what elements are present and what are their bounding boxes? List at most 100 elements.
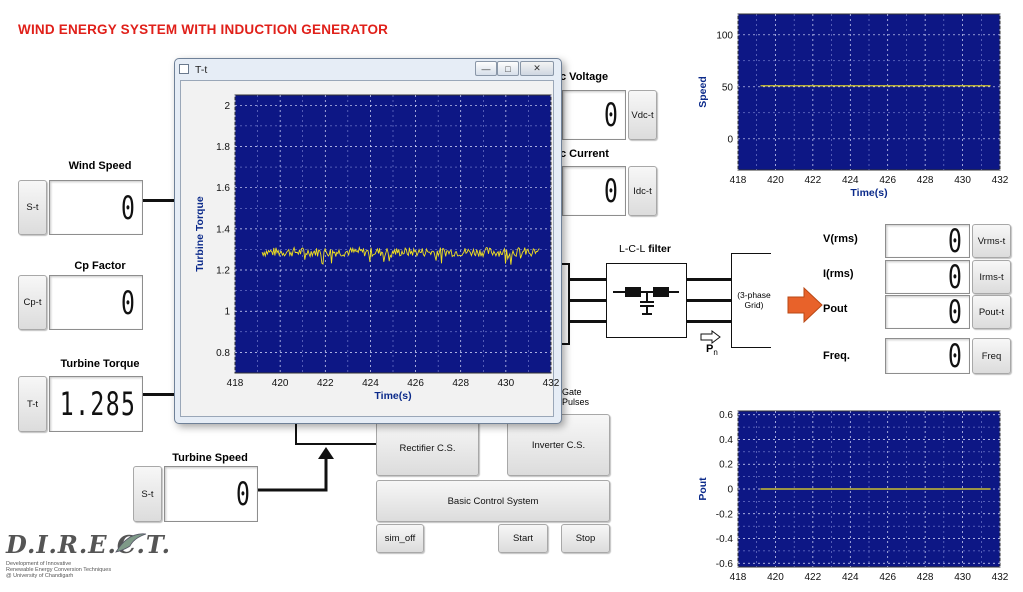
y-tick-label: 0.2 xyxy=(719,460,733,471)
dc-voltage-label: c Voltage xyxy=(560,71,609,83)
y-tick-label: 2 xyxy=(224,101,230,112)
wind-speed-plot-button[interactable]: S-t xyxy=(18,180,47,235)
grid-line-a xyxy=(687,278,731,281)
irms-display: 0 xyxy=(885,260,970,294)
x-tick-label: 426 xyxy=(879,175,896,186)
vrms-display: 0 xyxy=(885,224,970,258)
pout-plot-button[interactable]: Pout-t xyxy=(972,295,1011,329)
x-tick-label: 424 xyxy=(842,175,859,186)
cp-factor-value: 0 xyxy=(120,283,136,322)
x-axis-label: Time(s) xyxy=(374,390,411,402)
x-tick-label: 428 xyxy=(917,175,934,186)
x-tick-label: 428 xyxy=(917,572,934,583)
y-axis-label: Speed xyxy=(697,76,709,108)
cp-factor-label: Cp Factor xyxy=(74,260,126,272)
window-app-icon xyxy=(179,64,189,74)
y-tick-label: 0.4 xyxy=(719,435,733,446)
y-tick-label: 0.8 xyxy=(216,348,230,359)
y-tick-label: -0.2 xyxy=(716,509,734,520)
cp-factor-plot-button[interactable]: Cp-t xyxy=(18,275,47,330)
vrms-plot-button[interactable]: Vrms-t xyxy=(972,224,1011,258)
turbine-torque-display: 1.285 xyxy=(49,376,143,432)
x-tick-label: 418 xyxy=(730,572,747,583)
y-tick-label: 1.6 xyxy=(216,183,230,194)
x-axis-label: Time(s) xyxy=(850,187,887,199)
sim-off-button[interactable]: sim_off xyxy=(376,524,424,553)
maximize-button[interactable]: □ xyxy=(497,61,519,76)
lcl-filter-block xyxy=(606,263,687,338)
y-axis-label: Pout xyxy=(697,477,709,501)
feedback-line xyxy=(295,422,297,444)
x-tick-label: 430 xyxy=(498,378,515,389)
turbine-torque-plot-button[interactable]: T-t xyxy=(18,376,47,432)
wind-speed-label: Wind Speed xyxy=(68,160,132,172)
start-button[interactable]: Start xyxy=(498,524,548,553)
x-tick-label: 420 xyxy=(767,175,784,186)
pout-display: 0 xyxy=(885,295,970,329)
x-tick-label: 420 xyxy=(272,378,289,389)
x-tick-label: 424 xyxy=(362,378,379,389)
dc-voltage-plot-button[interactable]: Vdc-t xyxy=(628,90,657,140)
x-tick-label: 422 xyxy=(805,572,822,583)
turbine-torque-connector xyxy=(143,393,175,396)
y-tick-label: 1 xyxy=(224,307,230,318)
vrms-label: V(rms) xyxy=(823,233,858,245)
plot-area xyxy=(737,13,1001,171)
x-tick-label: 426 xyxy=(879,572,896,583)
turbine-torque-label: Turbine Torque xyxy=(60,358,140,370)
dc-current-plot-button[interactable]: Idc-t xyxy=(628,166,657,216)
y-tick-label: 1.4 xyxy=(216,224,230,235)
turbine-speed-value: 0 xyxy=(235,475,251,513)
turbine-speed-display: 0 xyxy=(164,466,258,522)
grid-label: (3-phase Grid) xyxy=(737,290,771,310)
x-tick-label: 420 xyxy=(767,572,784,583)
irms-value: 0 xyxy=(947,260,963,294)
inverter-cs-button[interactable]: Inverter C.S. xyxy=(507,414,610,476)
stop-button[interactable]: Stop xyxy=(561,524,610,553)
close-button[interactable]: ✕ xyxy=(520,61,554,76)
wind-speed-value: 0 xyxy=(120,188,136,227)
irms-plot-button[interactable]: Irms-t xyxy=(972,260,1011,294)
phase-line-a xyxy=(570,278,606,281)
x-tick-label: 422 xyxy=(317,378,334,389)
x-tick-label: 430 xyxy=(954,572,971,583)
phase-line-b xyxy=(570,299,606,302)
freq-value: 0 xyxy=(947,338,963,374)
wind-speed-connector xyxy=(143,199,175,202)
rectifier-cs-button[interactable]: Rectifier C.S. xyxy=(376,420,479,476)
x-tick-label: 422 xyxy=(805,175,822,186)
y-tick-label: 50 xyxy=(722,82,734,93)
wind-speed-display: 0 xyxy=(49,180,143,235)
lcl-filter-label: L-C-L filter xyxy=(619,243,671,255)
dc-voltage-value: 0 xyxy=(603,96,619,134)
output-arrow-icon xyxy=(787,286,823,324)
pout-value: 0 xyxy=(947,295,963,329)
turbine-speed-plot-button[interactable]: S-t xyxy=(133,466,162,522)
feedback-line-h xyxy=(295,443,377,445)
minimize-button[interactable]: — xyxy=(475,61,497,76)
freq-plot-button[interactable]: Freq xyxy=(972,338,1011,374)
x-tick-label: 432 xyxy=(543,378,560,389)
lcl-filter-symbol xyxy=(613,287,679,315)
y-tick-label: 0 xyxy=(727,134,733,145)
series-line xyxy=(261,245,540,265)
pout-label: Pout xyxy=(823,303,848,315)
y-tick-label: 1.2 xyxy=(216,266,230,277)
turbine-torque-value: 1.285 xyxy=(59,385,136,423)
turbine-speed-label: Turbine Speed xyxy=(172,452,248,464)
app-title: WIND ENERGY SYSTEM WITH INDUCTION GENERA… xyxy=(18,22,389,37)
vrms-value: 0 xyxy=(947,224,963,258)
y-tick-label: -0.4 xyxy=(716,534,734,545)
x-tick-label: 418 xyxy=(227,378,244,389)
basic-control-system-button[interactable]: Basic Control System xyxy=(376,480,610,522)
x-tick-label: 430 xyxy=(954,175,971,186)
y-tick-label: 1.8 xyxy=(216,142,230,153)
y-axis-label: Turbine Torque xyxy=(194,196,206,272)
irms-label: I(rms) xyxy=(823,268,854,280)
